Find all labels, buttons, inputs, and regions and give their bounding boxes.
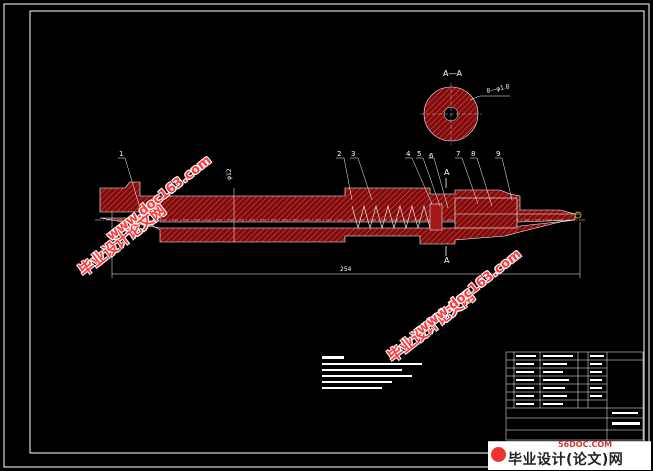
drawing-border — [29, 10, 645, 454]
part-number-1: 1 — [119, 150, 124, 158]
part-number-2: 2 — [337, 150, 342, 158]
part-number-7: 7 — [456, 150, 461, 158]
logo-domain: 56DOC.COM — [558, 440, 613, 449]
part-leaders — [118, 157, 513, 209]
part-number-6: 6 — [429, 152, 434, 160]
length-dimension-value: 254 — [340, 266, 352, 273]
title-block — [505, 351, 644, 441]
section-note-leader — [469, 95, 510, 101]
part-number-9: 9 — [496, 150, 501, 158]
part-number-4: 4 — [406, 150, 411, 158]
cut-marker-top: A — [444, 168, 450, 177]
spring-seat — [429, 203, 443, 231]
notes-block — [322, 356, 422, 389]
nozzle-tip — [574, 211, 582, 219]
spring — [351, 204, 431, 230]
part-number-8: 8 — [471, 150, 476, 158]
cut-marker-bottom: A — [444, 256, 450, 265]
diameter-dimension: φ12 — [226, 168, 233, 180]
section-aa-label: A—A — [443, 69, 462, 78]
logo-text: 毕业设计(论文)网 — [508, 452, 624, 468]
length-dimension — [111, 212, 581, 278]
logo-icon — [491, 447, 506, 462]
shaft-assembly — [95, 181, 585, 245]
part-number-3: 3 — [351, 150, 356, 158]
section-aa-view — [420, 83, 510, 145]
part-number-5: 5 — [417, 150, 422, 158]
title-block-text — [516, 355, 640, 425]
drawing-frame — [3, 3, 650, 468]
nozzle-body — [454, 197, 518, 229]
site-logo — [488, 441, 651, 470]
